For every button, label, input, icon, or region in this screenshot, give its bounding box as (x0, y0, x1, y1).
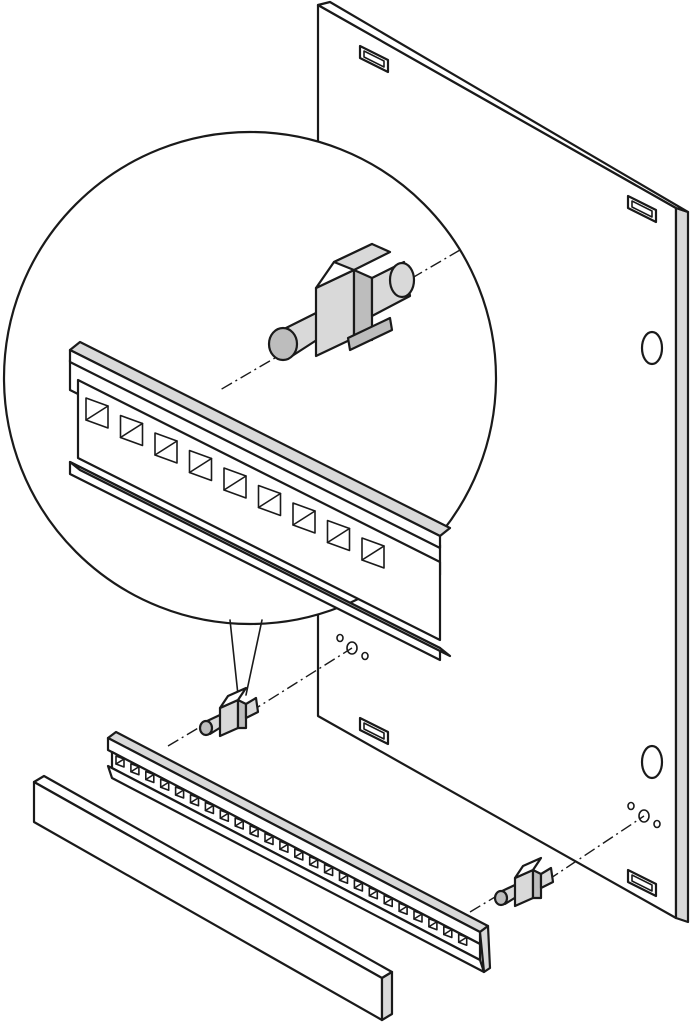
rail-hole-24-edge (457, 936, 468, 944)
plate-slot-right-top (626, 194, 658, 224)
rail-hole-1-edge (115, 758, 125, 765)
rail-hole-8-edge (219, 812, 230, 820)
rail-hole-13-edge (293, 851, 304, 858)
detail-rail-hole-7-edge (292, 510, 316, 526)
rail-hole-21-edge (413, 913, 423, 920)
rail-hole-5-edge (174, 789, 185, 796)
cover-strip (32, 774, 394, 1022)
plate-slot-right-bottom (626, 868, 658, 898)
rail-hole-10-edge (249, 827, 259, 835)
rail-hole-9-edge (234, 820, 244, 827)
clip-bolt-left (198, 686, 260, 738)
plate-slot-left-bottom (358, 716, 390, 746)
rail-hole-3-edge (145, 773, 155, 781)
detail-rail-hole-3-edge (154, 440, 178, 456)
rail-hole-16-edge (338, 874, 349, 882)
rail-hole-22-edge (428, 920, 438, 928)
plate-hole-lower (640, 744, 664, 780)
detail-rail-hole-8-edge (326, 527, 351, 544)
detail-rail-hole-4-edge (188, 457, 213, 474)
rail-hole-23-edge (442, 928, 453, 936)
detail-rail (68, 340, 452, 662)
mounting-rail (106, 730, 492, 974)
rail-hole-19-edge (383, 897, 394, 905)
detail-rail-hole-9-edge (361, 545, 385, 561)
detail-rail-hole-6-edge (257, 492, 282, 509)
detail-rail-hole-1-edge (85, 405, 109, 421)
rail-hole-14-edge (308, 858, 319, 866)
rail-hole-17-edge (353, 882, 364, 889)
plate-slot-top (358, 44, 390, 74)
clip-bolt-right (493, 856, 555, 908)
rail-hole-11-edge (264, 835, 274, 843)
rail-hole-15-edge (323, 866, 334, 874)
detail-clip-bolt (267, 242, 416, 362)
rail-hole-6-edge (189, 796, 200, 804)
rail-hole-20-edge (398, 905, 408, 913)
rail-hole-18-edge (368, 889, 379, 897)
plate-hole-upper (640, 330, 664, 366)
rail-hole-4-edge (159, 781, 170, 789)
detail-rail-hole-2-edge (119, 422, 144, 439)
detail-rail-hole-5-edge (223, 475, 247, 491)
rail-hole-7-edge (204, 804, 215, 812)
rail-hole-12-edge (279, 843, 289, 851)
rail-hole-2-edge (130, 765, 140, 773)
detail-magnifier (2, 130, 498, 696)
